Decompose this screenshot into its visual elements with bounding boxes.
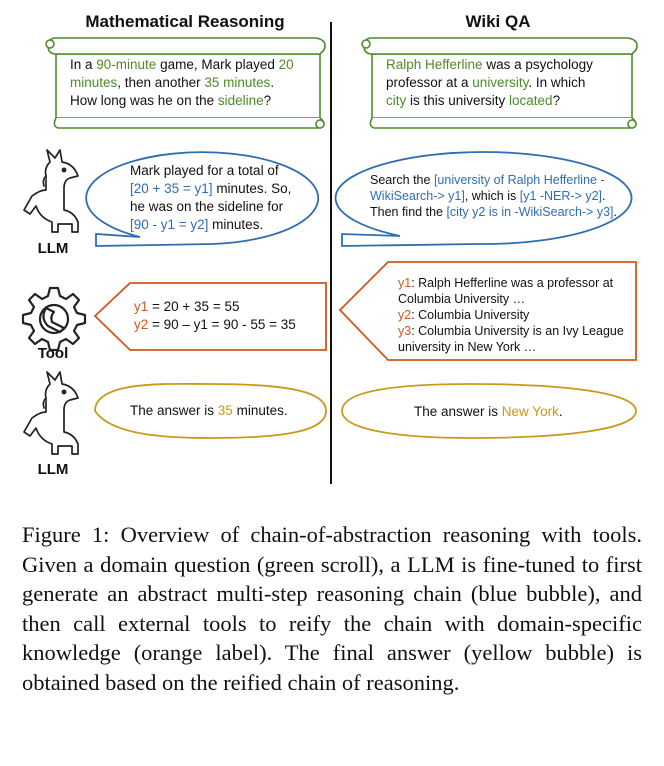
math-chain-text: Mark played for a total of [20 + 35 = y1… <box>130 163 292 232</box>
llama-icon-bottom <box>23 371 79 455</box>
llm-label-bottom: LLM <box>37 461 69 478</box>
wiki-chain-text: Search the [university of Ralph Hefferli… <box>370 173 617 219</box>
figure-graphics <box>21 22 638 484</box>
llm-label-top: LLM <box>37 240 69 257</box>
math-answer-bubble <box>94 382 327 439</box>
math-answer-text: The answer is 35 minutes. <box>130 403 288 418</box>
figure-caption: Figure 1: Overview of chain-of-abstracti… <box>22 522 642 695</box>
math-chain-bubble <box>85 151 320 247</box>
math-tool-text: y1 = 20 + 35 = 55 y2 = 90 – y1 = 90 - 55… <box>134 299 296 332</box>
wiki-answer-text: The answer is New York. <box>414 404 563 419</box>
figure: Mathematical Reasoning Wiki QA LLM Tool … <box>21 12 638 484</box>
wiki-answer-bubble <box>341 383 637 439</box>
math-tool-label <box>93 282 327 351</box>
wiki-tool-text: y1: Ralph Hefferline was a professor at … <box>398 276 624 354</box>
math-column-title: Mathematical Reasoning <box>85 12 285 31</box>
math-question-scroll <box>45 37 326 129</box>
wiki-column-title: Wiki QA <box>465 12 531 31</box>
wiki-question-text: Ralph Hefferline was a psychology profes… <box>386 57 593 108</box>
llama-icon <box>23 149 79 233</box>
wiki-chain-bubble <box>334 151 633 247</box>
tool-label: Tool <box>37 345 69 362</box>
wiki-tool-label <box>338 261 637 361</box>
wiki-question-scroll <box>361 37 638 129</box>
wrench-gear-icon <box>21 286 87 352</box>
math-question-text: In a 90-minute game, Mark played 20 minu… <box>70 57 294 108</box>
